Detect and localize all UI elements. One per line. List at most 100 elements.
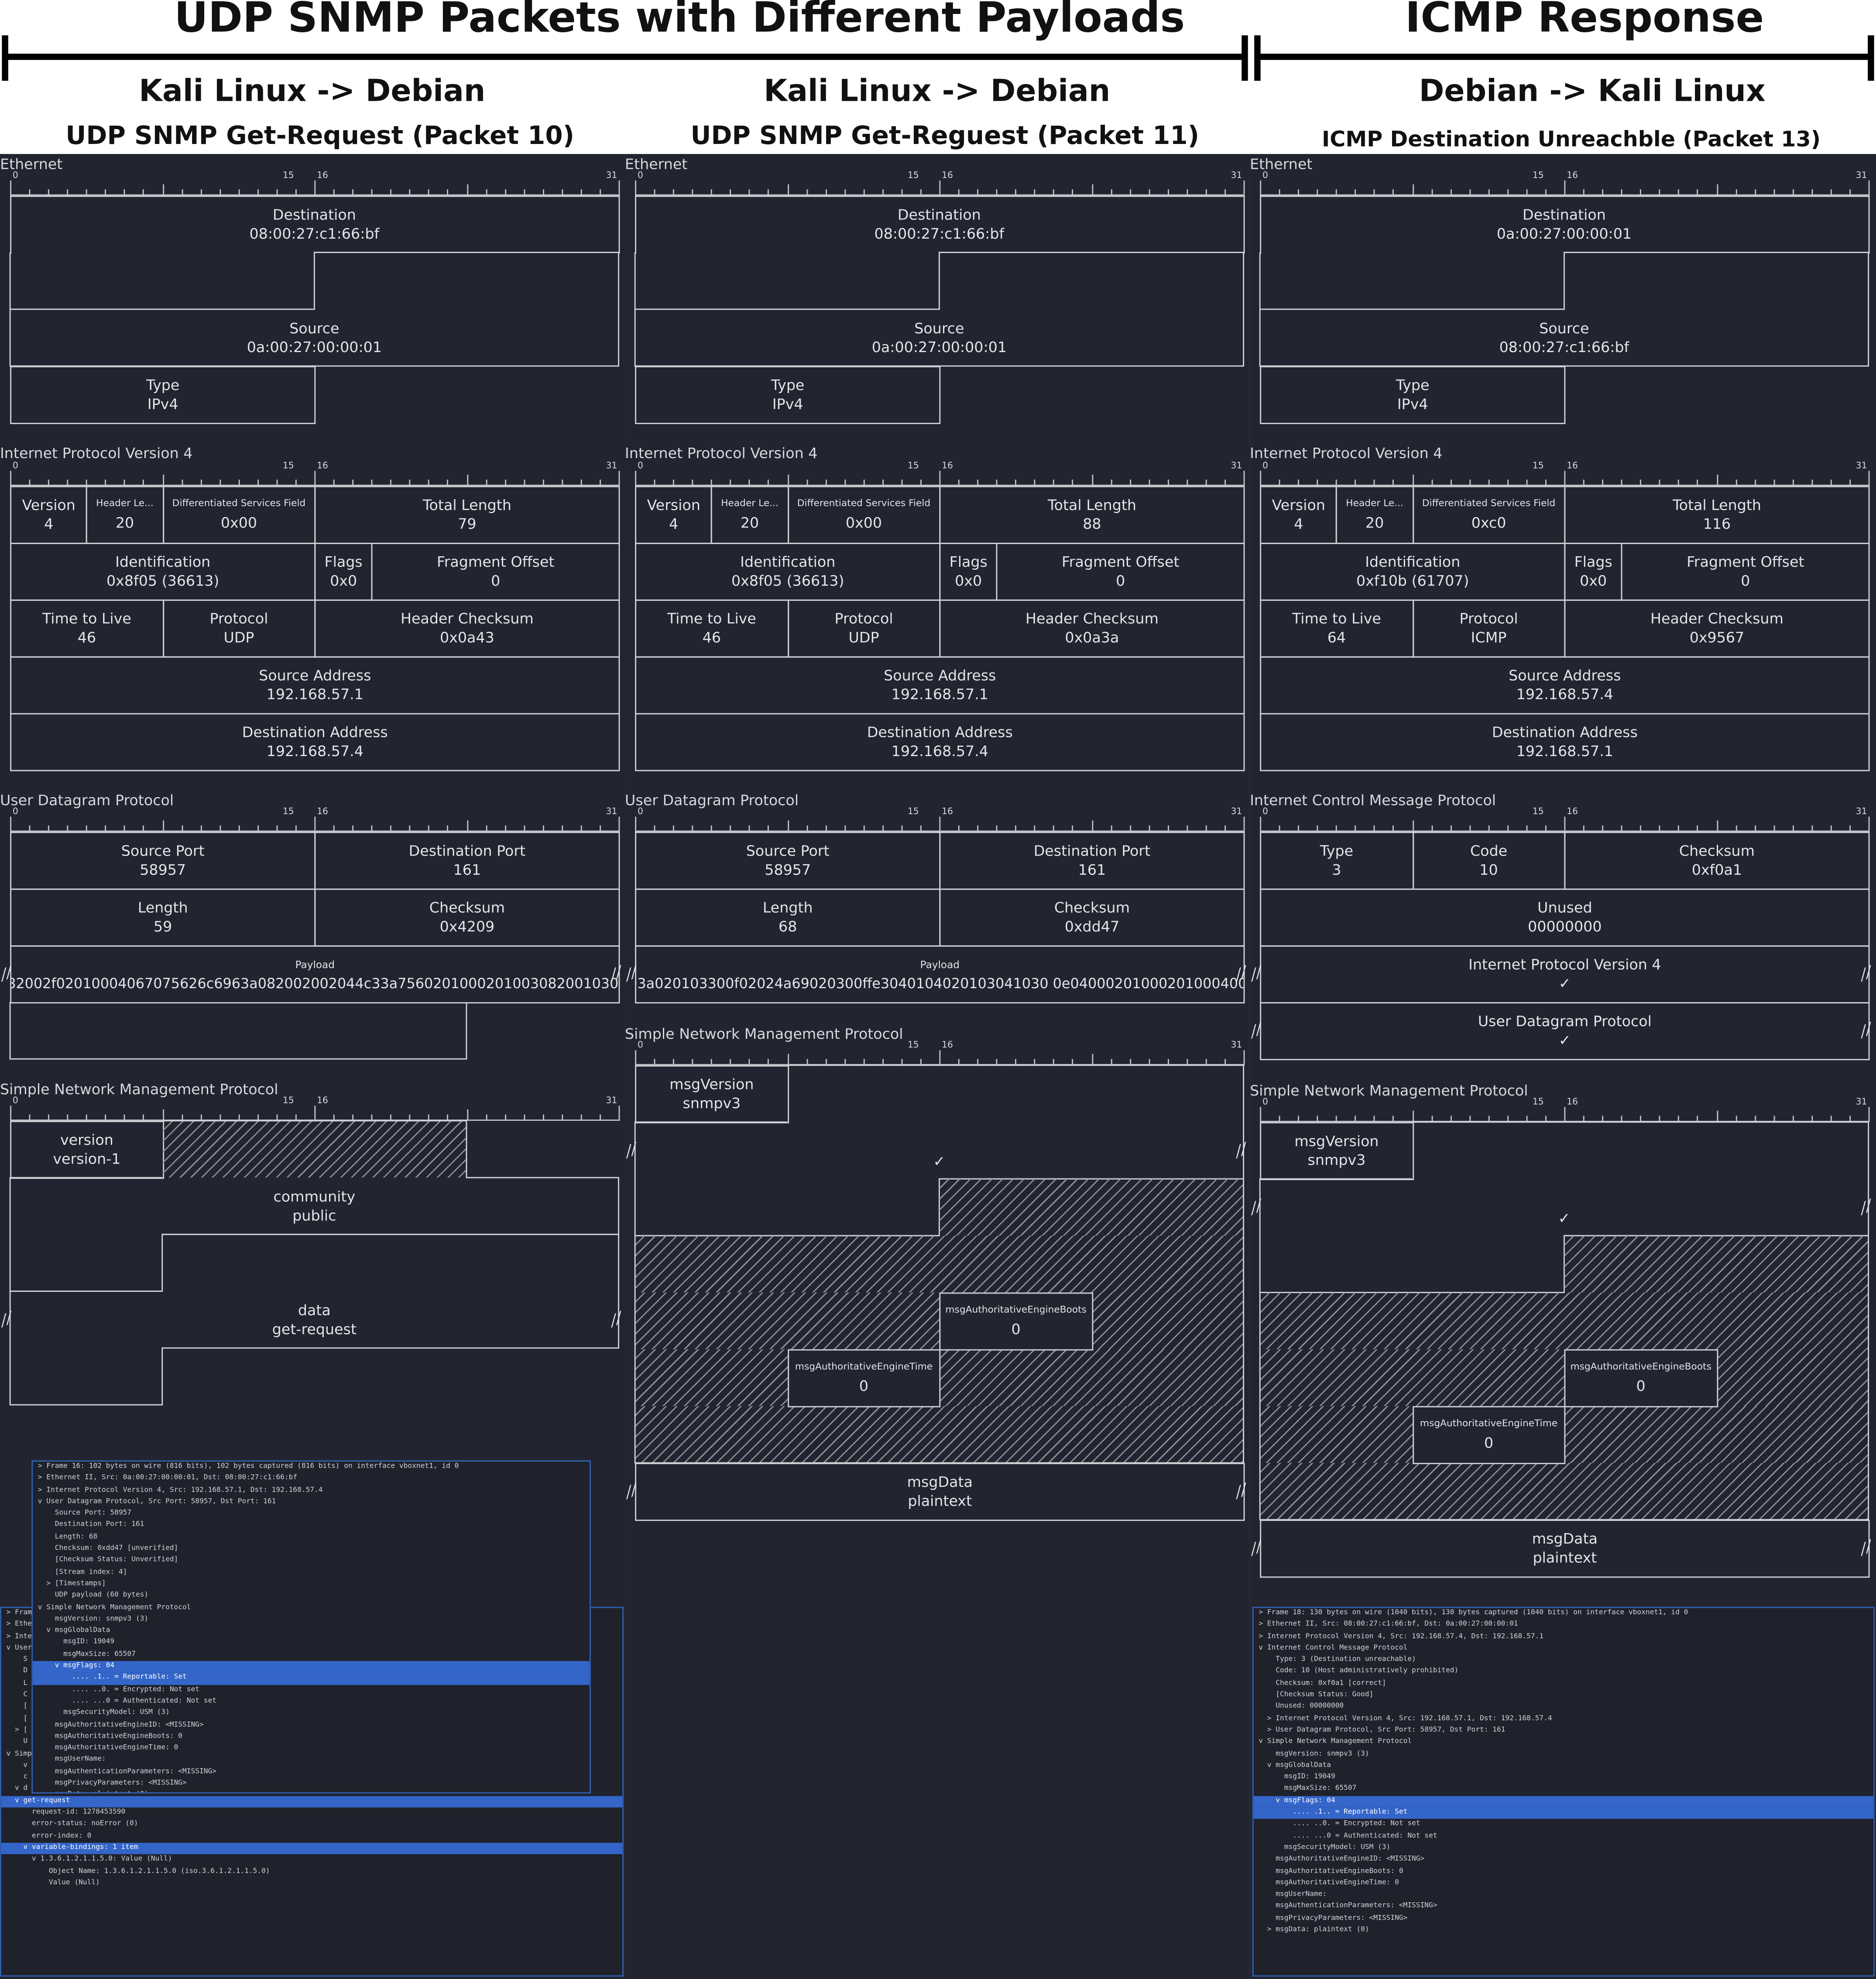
tree-row[interactable]: msgMaxSize: 65507 [1259, 1785, 1357, 1793]
tree-row[interactable]: v User [6, 1644, 32, 1652]
ruler-tick [219, 825, 221, 832]
tree-row[interactable]: > Ethe [6, 1621, 32, 1629]
tree-row[interactable]: msgAuthenticationParameters: <MISSING> [1259, 1902, 1437, 1911]
tree-row[interactable]: S [6, 1656, 28, 1664]
tree-row[interactable]: > Frame 18: 130 bytes on wire (1040 bits… [1259, 1609, 1688, 1617]
tree-row[interactable]: Value (Null) [6, 1879, 100, 1887]
ip-total-length-label: Total Length [422, 496, 511, 514]
packet-13-detail-tree: > Frame 18: 130 bytes on wire (1040 bits… [1252, 1606, 1875, 1977]
tree-row[interactable]: [Checksum Status: Unverified] [38, 1557, 178, 1565]
ruler-tick [1507, 1116, 1509, 1122]
tree-row[interactable]: Length: 68 [38, 1533, 98, 1541]
tree-row[interactable]: v msgGlobalData [1259, 1762, 1331, 1770]
tree-row[interactable]: > msgData: plaintext (0) [33, 1790, 590, 1792]
ruler-tick [977, 1059, 979, 1065]
tree-row[interactable]: v Simple Network Management Protocol [1259, 1738, 1412, 1746]
tree-row[interactable]: Object Name: 1.3.6.1.2.1.1.5.0 (iso.3.6.… [6, 1867, 270, 1875]
tree-row[interactable]: msgAuthoritativeEngineID: <MISSING> [1259, 1856, 1425, 1863]
tree-row[interactable]: msgAuthoritativeEngineTime: 0 [38, 1744, 178, 1752]
tree-row[interactable]: msgAuthoritativeEngineID: <MISSING> [38, 1721, 204, 1729]
tree-row[interactable]: v 1.3.6.1.2.1.1.5.0: Value (Null) [6, 1856, 172, 1863]
tree-row[interactable]: > [Timestamps] [38, 1580, 106, 1588]
tree-row[interactable]: .... .1.. = Reportable: Set [33, 1673, 590, 1685]
tree-row[interactable]: Destination Port: 161 [38, 1521, 144, 1529]
tree-row[interactable]: > Frame 16: 102 bytes on wire (816 bits)… [38, 1462, 459, 1471]
tree-row[interactable]: Code: 10 (Host administratively prohibit… [1259, 1668, 1459, 1676]
tree-row[interactable]: v User Datagram Protocol, Src Port: 5895… [38, 1498, 276, 1506]
tree-row[interactable]: Checksum: 0xf0a1 [correct] [1259, 1679, 1386, 1688]
tree-row[interactable]: > Ethernet II, Src: 08:00:27:c1:66:bf, D… [1259, 1621, 1518, 1629]
tree-row[interactable]: v get-request [1, 1796, 623, 1808]
tree-row[interactable]: v msgFlags: 04 [1253, 1796, 1874, 1808]
tree-row[interactable]: v variable-bindings: 1 item [1, 1842, 623, 1855]
ruler-tick [428, 825, 430, 832]
tree-row[interactable]: v d [6, 1785, 28, 1793]
ruler-tick [1811, 189, 1813, 196]
tree-row[interactable]: .... ..0. = Encrypted: Not set [1259, 1820, 1420, 1828]
tree-row[interactable]: .... ...0 = Authenticated: Not set [1259, 1832, 1437, 1840]
tree-row[interactable]: > Internet Protocol Version 4, Src: 192.… [1259, 1633, 1544, 1640]
tree-row[interactable]: msgUserName: [1259, 1891, 1327, 1899]
tree-row[interactable]: v msgFlags: 04 [33, 1661, 590, 1673]
tree-row[interactable]: [ [6, 1703, 28, 1711]
tree-row[interactable]: > [ [6, 1726, 28, 1734]
tree-row[interactable]: v [6, 1762, 28, 1770]
ruler-tick [1450, 1116, 1451, 1122]
tree-row[interactable]: > Frame [6, 1609, 36, 1617]
ruler-tick [1716, 184, 1718, 196]
tree-row[interactable]: msgAuthoritativeEngineTime: 0 [1259, 1879, 1399, 1887]
tree-row[interactable]: msgAuthoritativeEngineBoots: 0 [1259, 1867, 1403, 1875]
tree-row[interactable]: v Simp [6, 1750, 32, 1758]
tree-row[interactable]: Source Port: 58957 [38, 1510, 132, 1517]
tree-row[interactable]: Type: 3 (Destination unreachable) [1259, 1656, 1416, 1664]
ip-total-length-label: Total Length [1672, 496, 1762, 514]
tree-row[interactable]: .... ..0. = Encrypted: Not set [38, 1686, 200, 1694]
tree-row[interactable]: > Ethernet II, Src: 0a:00:27:00:00:01, D… [38, 1474, 298, 1483]
tree-row[interactable]: request-id: 1278453590 [6, 1808, 126, 1817]
tree-row[interactable]: c [6, 1774, 28, 1781]
tree-row[interactable]: D [6, 1668, 28, 1676]
tree-row[interactable]: v msgGlobalData [38, 1627, 110, 1635]
tree-row[interactable]: > Internet Protocol Version 4, Src: 192.… [38, 1486, 323, 1494]
tree-row[interactable]: v Simple Network Management Protocol [38, 1603, 191, 1612]
tree-row[interactable]: > msgData: plaintext (0) [1259, 1926, 1369, 1934]
tree-row[interactable]: Unused: 00000000 [1259, 1703, 1344, 1711]
tree-row[interactable]: msgVersion: snmpv3 (3) [1259, 1750, 1369, 1758]
tree-row[interactable]: L [6, 1679, 28, 1688]
ruler-tick [1053, 1059, 1055, 1065]
tree-row[interactable]: msgMaxSize: 65507 [38, 1650, 136, 1658]
tree-row[interactable]: [ [6, 1715, 28, 1722]
tree-row[interactable]: v Internet Control Message Protocol [1259, 1644, 1408, 1652]
tree-row[interactable]: msgUserName: [38, 1756, 106, 1764]
tree-row[interactable]: msgVersion: snmpv3 (3) [38, 1615, 149, 1623]
ruler-tick [692, 1059, 693, 1065]
tree-row[interactable]: .... ...0 = Authenticated: Not set [38, 1697, 217, 1705]
tree-row[interactable]: msgPrivacyParameters: <MISSING> [1259, 1914, 1408, 1922]
tree-row[interactable]: U [6, 1738, 28, 1746]
tree-row[interactable]: [Stream index: 4] [38, 1568, 127, 1576]
tree-row[interactable]: .... .1.. = Reportable: Set [1253, 1807, 1874, 1819]
tree-row[interactable]: msgAuthenticationParameters: <MISSING> [38, 1768, 217, 1776]
tree-row[interactable]: > User Datagram Protocol, Src Port: 5895… [1259, 1726, 1506, 1734]
snmp-data-line: get-request [272, 1320, 357, 1338]
tree-row[interactable]: > Inte [6, 1633, 32, 1640]
tree-row[interactable]: msgID: 19049 [38, 1639, 115, 1647]
ruler-tick [276, 189, 278, 196]
tree-row[interactable]: Checksum: 0xdd47 [unverified] [38, 1545, 178, 1553]
tree-row[interactable]: C [6, 1691, 28, 1699]
tree-row[interactable]: UDP payload (60 bytes) [38, 1592, 149, 1600]
tree-row[interactable]: > Internet Protocol Version 4, Src: 192.… [1259, 1715, 1552, 1722]
tree-row[interactable]: msgAuthoritativeEngineBoots: 0 [38, 1732, 183, 1740]
tree-row[interactable]: error-status: noError (0) [6, 1820, 138, 1828]
tree-row[interactable]: [Checksum Status: Good] [1259, 1691, 1374, 1699]
tree-row[interactable]: error-index: 0 [6, 1832, 92, 1840]
tree-row[interactable]: msgPrivacyParameters: <MISSING> [38, 1780, 187, 1787]
ruler-tick [1564, 816, 1566, 832]
tree-row[interactable]: msgID: 19049 [1259, 1774, 1335, 1781]
ruler-tick [673, 189, 675, 196]
tree-row[interactable]: msgSecurityModel: USM (3) [1259, 1844, 1391, 1852]
tree-row[interactable]: msgSecurityModel: USM (3) [38, 1709, 170, 1717]
